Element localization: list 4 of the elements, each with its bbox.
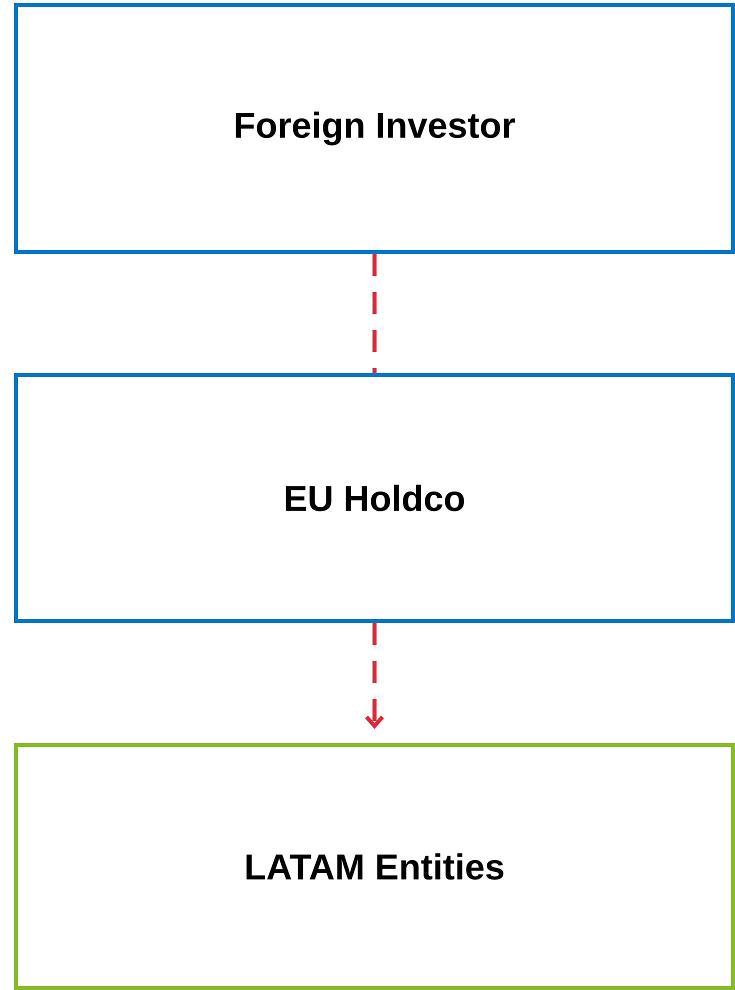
entity-box: LATAM Entities <box>14 743 735 990</box>
arrow <box>365 623 384 729</box>
entity-box: Foreign Investor <box>14 3 735 254</box>
entity-box: EU Holdco <box>14 373 735 623</box>
